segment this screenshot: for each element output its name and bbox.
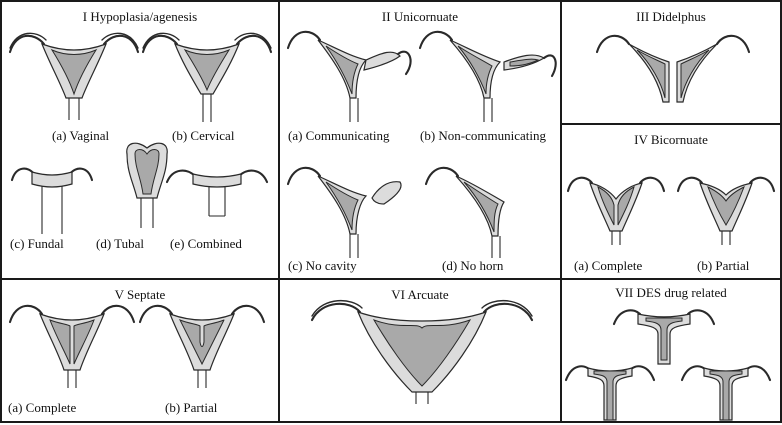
uterus-didelphus <box>595 34 751 103</box>
panel-title: IV Bicornuate <box>634 132 708 147</box>
caption-bicornuate-complete: (a) Complete <box>574 258 643 273</box>
didelphus-figure <box>595 34 751 103</box>
caption-fundal: (c) Fundal <box>10 236 64 251</box>
caption-bicornuate-partial: (b) Partial <box>697 258 750 273</box>
arcuate-figure <box>310 299 534 404</box>
bicornuate-figures <box>566 176 776 245</box>
caption-combined: (e) Combined <box>170 236 242 251</box>
uterus-des-t-shaped-left <box>564 365 656 421</box>
panel-title: V Septate <box>114 287 166 302</box>
uterus-des-t-shaped-right <box>680 365 772 421</box>
uterus-septate-complete <box>8 304 136 388</box>
caption-non-communicating: (b) Non-communicating <box>420 128 546 143</box>
uterus-communicating-horn <box>286 30 412 122</box>
panel-bicornuate: IV Bicornuate (a) Complete (b) Partial <box>560 123 782 280</box>
uterus-des-t-shaped-top <box>612 309 716 365</box>
panel-didelphus: III Didelphus <box>560 0 782 125</box>
panel-septate: V Septate (a) Complete (b) Partial <box>0 278 280 423</box>
uterus-cervical-agenesis <box>141 32 273 122</box>
panel-hypoplasia-agenesis: I Hypoplasia/agenesis <box>0 0 280 280</box>
caption-no-horn: (d) No horn <box>442 258 504 273</box>
uterus-bicornuate-partial <box>676 176 776 245</box>
panel-title: II Unicornuate <box>381 9 459 24</box>
uterus-fundal-hypoplasia <box>10 167 94 234</box>
panel-title: VI Arcuate <box>391 287 449 302</box>
caption-tubal: (d) Tubal <box>96 236 145 251</box>
caption-septate-complete: (a) Complete <box>8 400 77 415</box>
panel-title: III Didelphus <box>636 9 706 24</box>
panel-des-drug-related: VII DES drug related <box>560 278 782 423</box>
panel-title: I Hypoplasia/agenesis <box>82 9 198 24</box>
caption-cervical: (b) Cervical <box>172 128 235 143</box>
caption-no-cavity: (c) No cavity <box>288 258 357 273</box>
unicornuate-figures <box>286 30 557 258</box>
caption-septate-partial: (b) Partial <box>165 400 218 415</box>
caption-vaginal: (a) Vaginal <box>52 128 110 143</box>
hypoplasia-figures <box>8 32 273 234</box>
uterus-non-communicating-horn <box>418 30 557 122</box>
septate-figures <box>8 304 266 388</box>
uterus-no-cavity-horn <box>286 166 402 258</box>
uterus-no-horn <box>424 166 505 258</box>
panel-title: VII DES drug related <box>615 285 727 300</box>
caption-communicating: (a) Communicating <box>288 128 390 143</box>
uterus-arcuate <box>310 299 534 404</box>
des-figures <box>564 309 772 421</box>
uterus-bicornuate-complete <box>566 176 666 245</box>
uterus-vaginal-agenesis <box>8 32 140 120</box>
panel-arcuate: VI Arcuate <box>278 278 562 423</box>
uterus-tubal-hypoplasia <box>126 142 168 228</box>
uterus-septate-partial <box>138 304 266 388</box>
uterus-combined-hypoplasia <box>165 169 269 217</box>
panel-unicornuate: II Unicornuate <box>278 0 562 280</box>
